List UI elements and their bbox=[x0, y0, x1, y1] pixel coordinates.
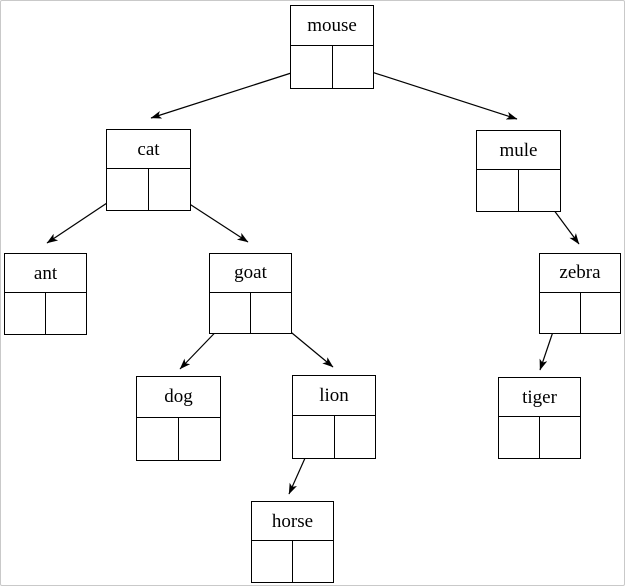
right-pointer-cell bbox=[251, 293, 291, 333]
left-pointer-cell bbox=[293, 416, 335, 458]
pointer-cells bbox=[540, 291, 621, 333]
left-pointer-cell bbox=[540, 292, 581, 333]
right-pointer-cell bbox=[149, 169, 190, 210]
left-pointer-cell bbox=[107, 169, 149, 210]
node-label: tiger bbox=[522, 386, 557, 408]
tree-node-goat: goat bbox=[209, 253, 292, 334]
tree-node-mule: mule bbox=[476, 130, 561, 212]
tree-node-lion: lion bbox=[292, 375, 376, 459]
node-label: goat bbox=[234, 262, 267, 284]
left-pointer-cell bbox=[499, 417, 540, 458]
pointer-cells bbox=[291, 45, 373, 88]
pointer-cells bbox=[5, 292, 86, 334]
left-pointer-cell bbox=[137, 417, 179, 460]
pointer-cells bbox=[252, 540, 333, 582]
node-label: dog bbox=[164, 386, 193, 408]
right-pointer-cell bbox=[540, 417, 580, 458]
pointer-cells bbox=[107, 168, 190, 210]
right-pointer-cell bbox=[519, 170, 560, 211]
right-pointer-cell bbox=[581, 293, 621, 333]
pointer-cells bbox=[210, 291, 291, 333]
right-pointer-cell bbox=[333, 46, 374, 88]
right-pointer-cell bbox=[179, 418, 220, 460]
node-label: mouse bbox=[307, 15, 357, 37]
node-label: horse bbox=[271, 510, 314, 532]
node-label: mule bbox=[499, 139, 538, 161]
pointer-cells bbox=[477, 169, 560, 211]
left-pointer-cell bbox=[5, 293, 46, 334]
pointer-cells bbox=[137, 416, 220, 460]
edge-mouse-left-to-cat bbox=[150, 65, 314, 119]
tree-node-ant: ant bbox=[4, 253, 87, 335]
edge-mouse-right-to-mule bbox=[352, 65, 518, 120]
pointer-cells bbox=[293, 415, 375, 458]
tree-node-tiger: tiger bbox=[498, 377, 581, 459]
tree-node-zebra: zebra bbox=[539, 253, 621, 334]
node-label: cat bbox=[137, 138, 160, 160]
node-label: ant bbox=[33, 262, 58, 284]
right-pointer-cell bbox=[293, 541, 333, 582]
node-label: lion bbox=[319, 385, 349, 407]
tree-node-dog: dog bbox=[136, 376, 221, 461]
right-pointer-cell bbox=[335, 416, 376, 458]
left-pointer-cell bbox=[291, 46, 333, 88]
tree-node-mouse: mouse bbox=[290, 5, 374, 89]
tree-node-horse: horse bbox=[251, 501, 334, 583]
node-label: zebra bbox=[559, 262, 601, 284]
tree-node-cat: cat bbox=[106, 129, 191, 211]
left-pointer-cell bbox=[252, 541, 293, 582]
left-pointer-cell bbox=[477, 170, 519, 211]
left-pointer-cell bbox=[210, 292, 251, 333]
pointer-cells bbox=[499, 416, 580, 458]
right-pointer-cell bbox=[46, 293, 86, 334]
